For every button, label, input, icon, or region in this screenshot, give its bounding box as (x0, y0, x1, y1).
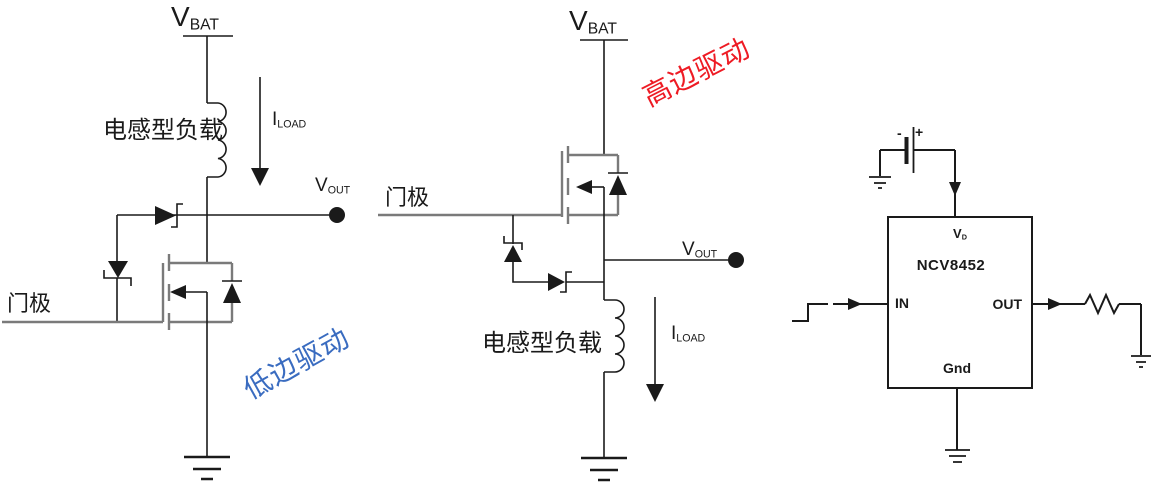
drain-source-leads (568, 153, 620, 217)
nmos-mosfet-symbol (161, 254, 242, 330)
ground-icon (945, 449, 970, 463)
ground-icon (184, 455, 230, 481)
vout-label: VOUT (315, 175, 351, 197)
inductor-coil-icon (207, 102, 227, 178)
vbat-label: VBAT (171, 1, 220, 34)
battery-plus-label: + (915, 124, 924, 140)
vout-node-dot (329, 207, 345, 223)
iload-arrow (646, 297, 664, 402)
ground-icon (1131, 355, 1151, 368)
resistor-icon (1084, 292, 1120, 316)
pin-gnd-label: Gnd (943, 360, 971, 376)
current-arrow (949, 182, 961, 196)
battery-minus-label: - (897, 125, 902, 141)
clamp-zener-diode-icon (155, 203, 183, 228)
pin-in-label: IN (895, 295, 909, 311)
iload-arrow (251, 77, 269, 186)
iload-label: ILOAD (671, 323, 706, 345)
ground-icon (869, 176, 891, 189)
gate-zener-diode-icon (503, 236, 523, 262)
wire (512, 262, 548, 283)
pin-vd-label: VD (953, 226, 967, 242)
vbat-label: VBAT (569, 5, 618, 38)
gate-label: 门极 (385, 185, 430, 210)
input-step-waveform-icon (792, 303, 828, 322)
battery-icon (880, 127, 955, 173)
ncv8452-application-circuit (792, 127, 1151, 463)
ground-icon (581, 456, 627, 482)
vout-node-dot (728, 252, 744, 268)
high-side-circuit (378, 39, 744, 482)
nmos-mosfet-symbol (560, 146, 628, 224)
drain-source-leads (169, 261, 234, 324)
body-arrow (170, 285, 208, 322)
body-arrow (576, 180, 604, 194)
signal-arrow (848, 298, 862, 310)
inductive-load-label: 电感型负载 (482, 330, 602, 357)
inductive-load-label: 电感型负载 (103, 117, 223, 144)
inductor-coil-icon (604, 299, 625, 373)
vout-label: VOUT (682, 239, 718, 261)
low-side-circuit (2, 35, 345, 481)
iload-label: ILOAD (272, 109, 307, 131)
body-diode-icon (222, 280, 242, 303)
signal-arrow (1048, 298, 1062, 310)
chip-name-label: NCV8452 (916, 257, 986, 274)
wire (1119, 303, 1142, 355)
ncv8452-box (887, 216, 1033, 389)
gate-label: 门极 (7, 291, 52, 316)
body-diode-icon (608, 172, 628, 195)
pin-out-label: OUT (992, 296, 1022, 312)
